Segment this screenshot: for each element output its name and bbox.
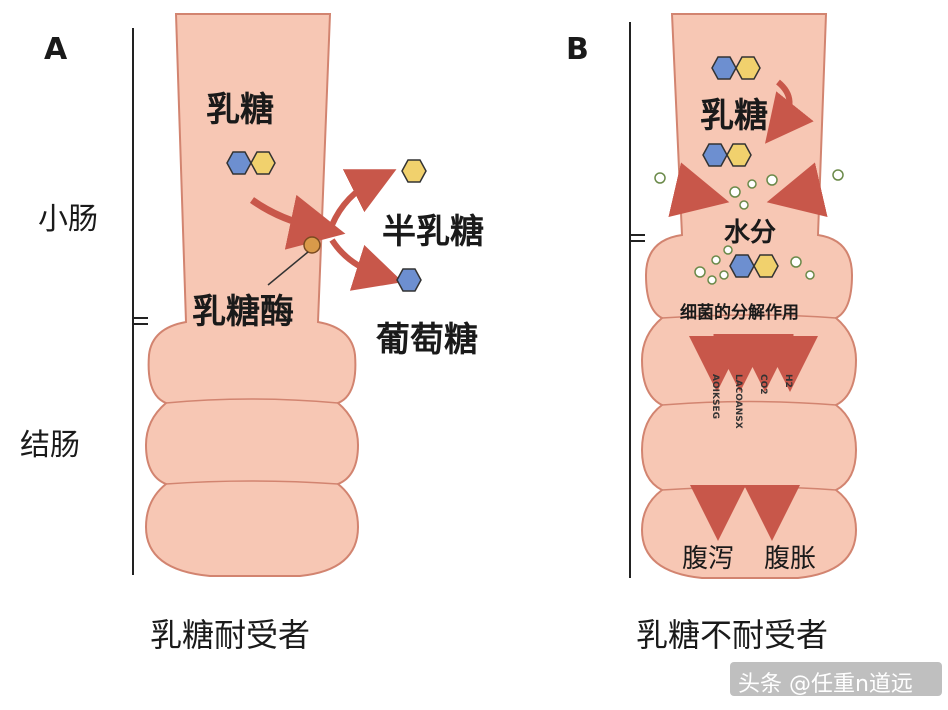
intestine-a xyxy=(144,13,360,577)
watermark: 头条 @任重n道远 xyxy=(738,672,913,697)
glucose-label: 葡萄糖 xyxy=(376,320,478,360)
water-bubbles xyxy=(654,169,844,285)
lactase-enzyme xyxy=(303,236,321,254)
colon-label: 结肠 xyxy=(20,428,80,463)
symptom-arrows xyxy=(690,485,800,541)
bacteria-label: 细菌的分解作用 xyxy=(680,303,799,323)
intestine-b xyxy=(640,13,858,579)
galactose-hexagon-b3 xyxy=(753,254,779,278)
lactase-label: 乳糖酶 xyxy=(192,292,294,332)
enzyme-pointer xyxy=(267,251,309,286)
haustra-fold xyxy=(165,398,339,485)
lactose-label-a: 乳糖 xyxy=(206,90,274,130)
water-arrow-left xyxy=(668,162,730,217)
glucose-hexagon-a xyxy=(226,151,252,175)
glucose-hexagon-b3 xyxy=(729,254,755,278)
water-arrow-right xyxy=(766,162,828,217)
split-arrow-down xyxy=(329,238,403,291)
water-label: 水分 xyxy=(724,218,777,248)
gas-label-h2: H2 xyxy=(783,374,793,388)
diarrhea-label: 腹泻 xyxy=(682,544,735,574)
bracket-tick-a xyxy=(133,317,148,325)
reaction-arrow-a xyxy=(249,194,346,250)
galactose-hexagon-a xyxy=(250,151,276,175)
small-intestine-label: 小肠 xyxy=(38,202,98,237)
lactose-label-b: 乳糖 xyxy=(700,96,768,136)
gas-label-co2: CO2 xyxy=(758,374,768,395)
fermentation-arrows xyxy=(689,334,818,392)
gas-label-4: AOIKSEG xyxy=(710,374,720,419)
galactose-hexagon-product xyxy=(401,159,427,183)
galactose-label: 半乳糖 xyxy=(382,212,484,252)
watermark-backdrop xyxy=(730,662,942,696)
glucose-hexagon-product xyxy=(396,268,422,292)
curve-arrow-b xyxy=(765,79,814,144)
split-arrow-up xyxy=(329,169,397,227)
bloating-label: 腹胀 xyxy=(764,544,817,574)
caption-a: 乳糖耐受者 xyxy=(150,616,311,654)
bracket-tick-b xyxy=(630,234,645,242)
panel-b-letter: B xyxy=(566,32,589,67)
gas-label-3: LACOANSX xyxy=(733,374,743,429)
glucose-hexagon-b2 xyxy=(702,143,728,167)
galactose-hexagon-b2 xyxy=(726,143,752,167)
galactose-hexagon-b1 xyxy=(735,56,761,80)
panel-a-letter: A xyxy=(44,32,68,67)
caption-b: 乳糖不耐受者 xyxy=(636,616,829,654)
glucose-hexagon-b1 xyxy=(711,56,737,80)
